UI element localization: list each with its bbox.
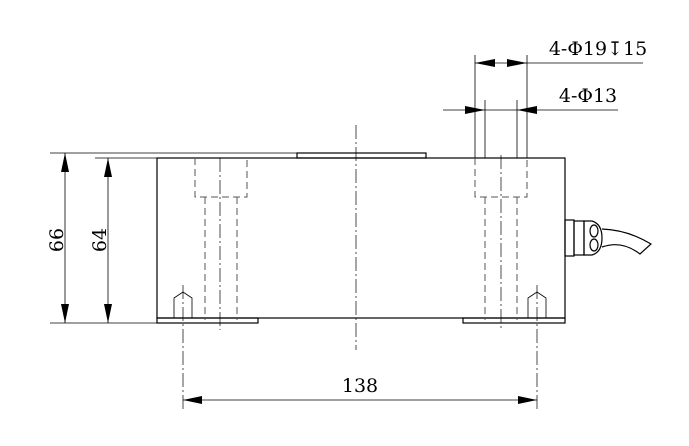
dim-138-label: 138 [342, 375, 378, 397]
right-bolt-hole [527, 285, 547, 410]
top-load-plate [296, 152, 427, 159]
counterbore-callout: 4-Φ19↧15 [549, 38, 647, 60]
cable-gland [564, 219, 603, 257]
dim-64-label: 64 [89, 228, 111, 252]
cable [601, 228, 652, 255]
through-hole-callout: 4-Φ13 [559, 85, 617, 107]
right-foot [462, 317, 566, 324]
dim-66-label: 66 [46, 228, 68, 252]
body-outline [156, 157, 566, 319]
right-mounting-hole [474, 155, 528, 330]
left-mounting-hole [194, 158, 248, 330]
left-bolt-hole [173, 285, 193, 410]
left-foot [156, 317, 259, 324]
